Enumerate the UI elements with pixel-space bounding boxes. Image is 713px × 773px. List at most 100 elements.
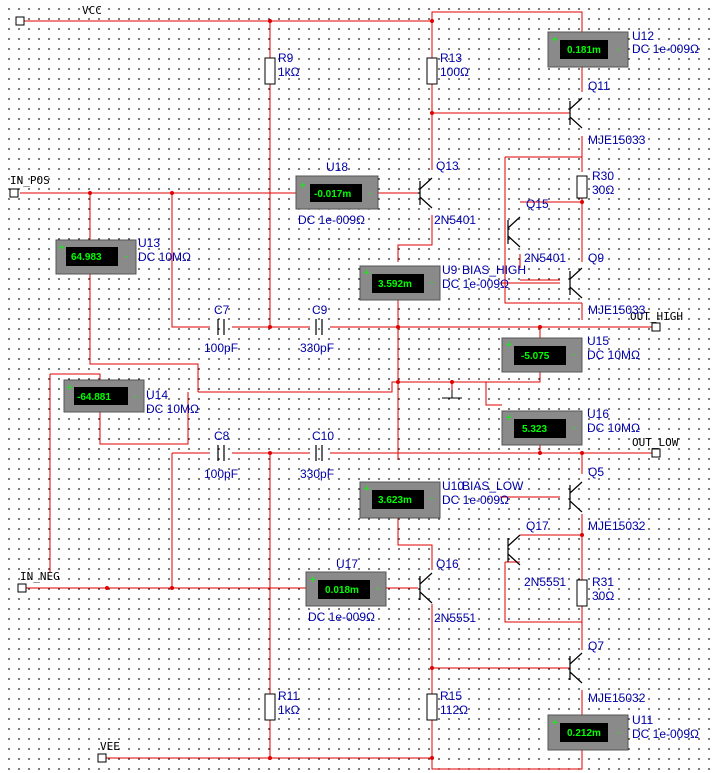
resistor-r11[interactable]: R11 1kΩ <box>264 689 300 721</box>
svg-text:2N5551: 2N5551 <box>434 611 476 625</box>
svg-text:DC 1e-009Ω: DC 1e-009Ω <box>442 493 509 507</box>
transistor-q9[interactable]: Q9 MJE15033 <box>569 251 646 317</box>
net-vcc[interactable]: VCC <box>15 4 102 26</box>
net-label-vcc: VCC <box>82 4 102 17</box>
svg-text:U16: U16 <box>587 407 609 421</box>
svg-text:Q17: Q17 <box>526 519 549 533</box>
svg-text:R11: R11 <box>278 689 299 703</box>
capacitor-c10[interactable]: C10 330pF <box>300 429 334 481</box>
svg-text:100Ω: 100Ω <box>440 65 469 79</box>
svg-text:Q9: Q9 <box>588 251 604 265</box>
svg-text:R31: R31 <box>592 575 614 589</box>
svg-text:Q7: Q7 <box>588 639 604 653</box>
svg-text:-64.881: -64.881 <box>77 392 111 403</box>
svg-text:DC 10MΩ: DC 10MΩ <box>146 402 199 416</box>
svg-text:30Ω: 30Ω <box>592 589 614 603</box>
svg-text:64.983: 64.983 <box>71 252 102 263</box>
capacitor-c7[interactable]: C7 100pF <box>204 303 238 355</box>
resistor-r31[interactable]: R31 30Ω <box>576 575 614 607</box>
svg-text:+: + <box>66 383 74 393</box>
svg-text:DC 1e-009Ω: DC 1e-009Ω <box>632 727 699 741</box>
svg-text:U13: U13 <box>138 236 160 250</box>
svg-text:+: + <box>363 268 371 278</box>
svg-text:MJE15032: MJE15032 <box>588 519 646 533</box>
transistor-q11[interactable]: Q11 MJE15033 <box>569 79 646 147</box>
svg-text:3.592m: 3.592m <box>378 279 412 290</box>
resistor-r13[interactable]: R13 100Ω <box>426 51 469 85</box>
transistor-q5[interactable]: Q5 MJE15032 <box>569 465 646 533</box>
net-label-in-neg: IN_NEG <box>20 570 60 583</box>
capacitor-c9[interactable]: C9 330pF <box>300 303 334 355</box>
transistor-q7[interactable]: Q7 MJE15032 <box>569 639 646 705</box>
svg-text:U17: U17 <box>336 557 358 571</box>
multimeter-u9[interactable]: 3.592m +- U9 DC 1e-009Ω BIAS_HIGH <box>359 263 526 301</box>
svg-text:-0.017m: -0.017m <box>314 189 351 200</box>
svg-text:+: + <box>505 340 513 350</box>
resistor-r9[interactable]: R9 1kΩ <box>264 51 300 85</box>
svg-text:2N5401: 2N5401 <box>434 213 476 227</box>
svg-text:C8: C8 <box>214 429 230 443</box>
multimeter-u14[interactable]: -64.881 + - U14 DC 10MΩ <box>63 379 199 416</box>
net-label-out-low: OUT_LOW <box>632 436 679 449</box>
svg-text:-: - <box>376 584 379 594</box>
net-label-in-pos: IN_POS <box>10 174 50 187</box>
svg-text:5.323: 5.323 <box>522 424 547 435</box>
svg-text:330pF: 330pF <box>300 341 334 355</box>
svg-text:100pF: 100pF <box>204 467 238 481</box>
svg-text:U14: U14 <box>146 388 168 402</box>
svg-text:U18: U18 <box>326 160 348 174</box>
svg-text:+: + <box>551 35 559 45</box>
svg-text:-: - <box>134 392 137 402</box>
capacitor-c8[interactable]: C8 100pF <box>204 429 238 481</box>
net-out-low[interactable]: OUT_LOW <box>632 436 679 458</box>
multimeter-u12[interactable]: 0.181m +- U12 DC 1e-009Ω <box>547 29 699 68</box>
svg-text:U10: U10 <box>442 479 464 493</box>
svg-text:U9: U9 <box>442 263 458 277</box>
svg-text:-: - <box>430 494 433 504</box>
svg-text:DC 1e-009Ω: DC 1e-009Ω <box>308 610 375 624</box>
svg-text:DC 1e-009Ω: DC 1e-009Ω <box>298 213 365 227</box>
multimeter-u18[interactable]: -0.017m +- U18 DC 1e-009Ω <box>295 160 379 227</box>
svg-text:U15: U15 <box>587 334 609 348</box>
transistor-q16[interactable]: Q16 2N5551 <box>419 557 476 625</box>
svg-text:1kΩ: 1kΩ <box>278 65 300 79</box>
svg-text:+: + <box>58 243 66 253</box>
multimeter-u16[interactable]: 5.323 +- U16 DC 10MΩ <box>501 407 640 446</box>
svg-text:+: + <box>551 718 559 728</box>
svg-text:R15: R15 <box>440 689 462 703</box>
transistor-q17[interactable]: Q17 2N5551 <box>507 519 566 589</box>
svg-text:-: - <box>617 728 620 738</box>
resistor-r15[interactable]: R15 112Ω <box>426 689 468 721</box>
multimeter-u11[interactable]: 0.212m + - U11 DC 1e-009Ω <box>547 713 699 751</box>
svg-text:Q13: Q13 <box>436 159 459 173</box>
net-in-neg[interactable]: IN_NEG <box>17 570 60 593</box>
transistor-q15[interactable]: Q15 2N5401 <box>507 197 566 265</box>
net-vee[interactable]: VEE <box>97 740 120 763</box>
transistor-q13[interactable]: Q13 2N5401 <box>418 159 476 227</box>
svg-text:-: - <box>617 45 620 55</box>
resistor-r30[interactable]: R30 30Ω <box>576 169 614 199</box>
net-in-pos[interactable]: IN_POS <box>9 174 50 198</box>
multimeter-u10[interactable]: 3.623m +- U10 DC 1e-009Ω BIAS_LOW <box>359 479 524 519</box>
svg-text:0.212m: 0.212m <box>567 728 601 739</box>
net-out-high[interactable]: OUT_HIGH <box>630 310 683 332</box>
svg-text:DC 1e-009Ω: DC 1e-009Ω <box>442 277 509 291</box>
svg-text:100pF: 100pF <box>204 341 238 355</box>
svg-text:0.018m: 0.018m <box>325 585 359 596</box>
svg-text:-: - <box>125 252 128 262</box>
svg-text:BIAS_LOW: BIAS_LOW <box>462 479 524 493</box>
svg-text:Q11: Q11 <box>588 79 610 93</box>
svg-text:-: - <box>572 350 575 360</box>
svg-text:MJE15033: MJE15033 <box>588 133 646 147</box>
svg-text:30Ω: 30Ω <box>592 183 614 197</box>
multimeter-u13[interactable]: 64.983 +- U13 DC 10MΩ <box>55 236 191 275</box>
net-label-out-high: OUT_HIGH <box>630 310 683 323</box>
svg-text:U11: U11 <box>632 713 653 727</box>
svg-text:Q15: Q15 <box>526 197 549 211</box>
svg-text:DC 1e-009Ω: DC 1e-009Ω <box>632 42 699 56</box>
svg-text:0.181m: 0.181m <box>567 45 601 56</box>
multimeter-u17[interactable]: 0.018m +- U17 DC 1e-009Ω <box>305 557 387 624</box>
svg-text:-: - <box>572 423 575 433</box>
multimeter-u15[interactable]: -5.075 +- U15 DC 10MΩ <box>501 334 640 373</box>
